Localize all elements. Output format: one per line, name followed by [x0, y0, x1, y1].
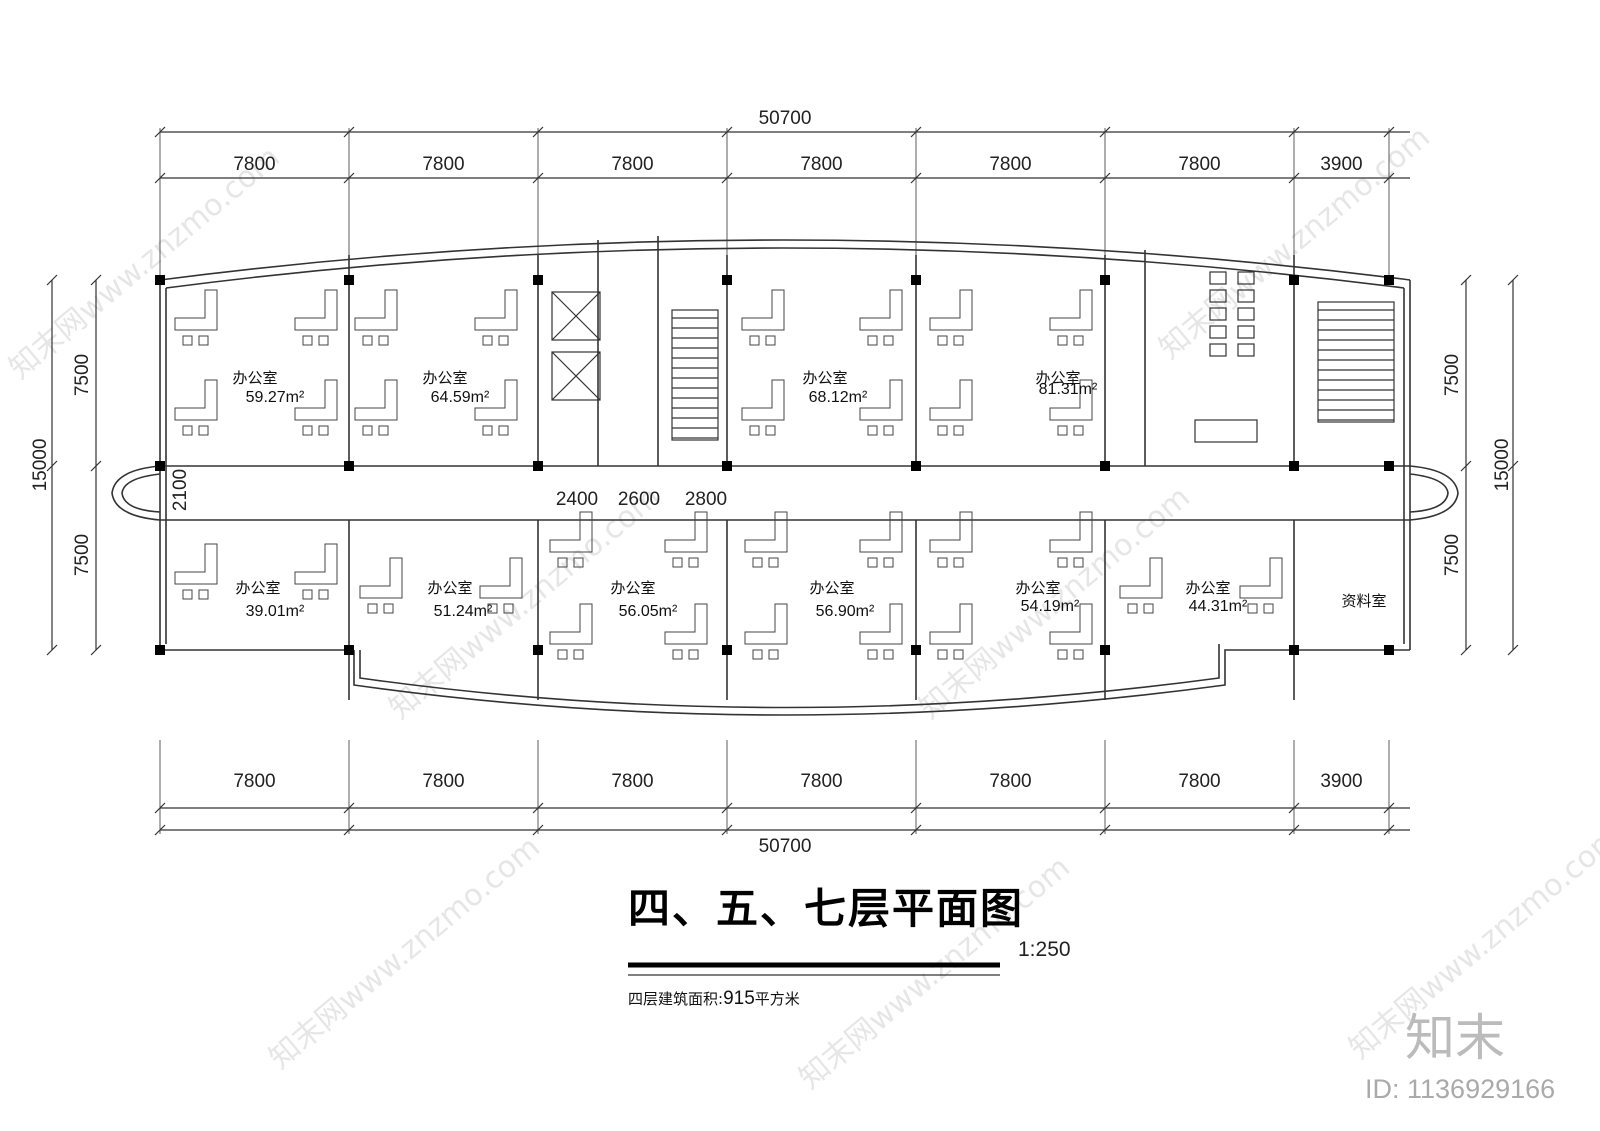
- room-area: 56.90m²: [816, 603, 875, 620]
- room-name: 办公室: [427, 579, 472, 597]
- right-dimension-south: 7500: [1442, 534, 1463, 576]
- building-core: [551, 271, 1395, 443]
- brand-id: ID: 1136929166: [1365, 1074, 1556, 1104]
- area-note-value: 915: [723, 988, 755, 1009]
- bottom-bay-dimension: 7800: [800, 771, 842, 792]
- left-dimension-south: 7500: [72, 534, 93, 576]
- top-bay-dimension: 7800: [233, 154, 275, 175]
- corridor-dimension: 2400: [556, 489, 598, 510]
- top-bay-dimension: 7800: [1178, 154, 1220, 175]
- room-name: 办公室: [809, 579, 854, 597]
- room-name: 办公室: [232, 369, 277, 387]
- room-area: 54.19m²: [1021, 598, 1080, 615]
- bottom-bay-dimension: 7800: [233, 771, 275, 792]
- top-bay-dimension: 7800: [800, 154, 842, 175]
- floor-area-note: 四层建筑面积:915平方米: [628, 988, 800, 1010]
- top-bay-dimension: 7800: [422, 154, 464, 175]
- room-area: 59.27m²: [246, 389, 305, 406]
- bottom-bay-dimension: 7800: [989, 771, 1031, 792]
- room-area: 39.01m²: [246, 603, 305, 620]
- corridor-dimension: 2800: [685, 489, 727, 510]
- room-name: 办公室: [235, 579, 280, 597]
- corridor-dimension: 2600: [618, 489, 660, 510]
- room-name: 办公室: [802, 369, 847, 387]
- office-furniture: [174, 289, 1283, 660]
- drawing-title-block: 四、五、七层平面图: [628, 875, 1024, 936]
- area-note-label: 四层建筑面积: [628, 990, 719, 1008]
- bottom-total-dimension: 50700: [759, 836, 812, 857]
- room-area: 51.24m²: [434, 603, 493, 620]
- dimension-labels: 50700 7800 7800 7800 7800 7800 7800 3900 7800 7…: [30, 108, 1513, 857]
- room-labels: 办公室 59.27m² 办公室 64.59m² 办公室 68.12m² 办公室 …: [232, 369, 1386, 620]
- brand-logo: 知末: [1405, 1009, 1505, 1067]
- left-total-dimension: 15000: [30, 439, 51, 492]
- top-bay-dimension: 3900: [1320, 154, 1362, 175]
- bottom-bay-dimension: 3900: [1320, 771, 1362, 792]
- building-walls: [111, 236, 1459, 716]
- archive-room-label: 资料室: [1341, 592, 1386, 610]
- area-note-colon: :: [718, 990, 724, 1008]
- room-area: 56.05m²: [619, 603, 678, 620]
- room-name: 办公室: [610, 579, 655, 597]
- structural-columns: [155, 275, 1394, 655]
- area-note-unit: 平方米: [754, 990, 800, 1008]
- room-name: 办公室: [1015, 579, 1060, 597]
- room-area: 44.31m²: [1189, 598, 1248, 615]
- drawing-title: 四、五、七层平面图: [628, 884, 1025, 933]
- room-area: 64.59m²: [431, 389, 490, 406]
- left-dimension-north: 7500: [72, 354, 93, 396]
- drawing-scale: 1:250: [1018, 938, 1071, 961]
- bottom-bay-dimension: 7800: [611, 771, 653, 792]
- room-name: 办公室: [1035, 369, 1080, 387]
- top-bay-dimension: 7800: [989, 154, 1031, 175]
- room-name: 办公室: [422, 369, 467, 387]
- dimension-lines: [46, 126, 1519, 836]
- top-total-dimension: 50700: [759, 108, 812, 129]
- bottom-bay-dimension: 7800: [1178, 771, 1220, 792]
- room-area: 68.12m²: [809, 389, 868, 406]
- watermark: 知末网www.znzmo.com: [263, 830, 547, 1076]
- room-area: 81.31m²: [1039, 381, 1098, 398]
- left-dimension-corridor: 2100: [170, 469, 191, 511]
- top-bay-dimension: 7800: [611, 154, 653, 175]
- watermark: 知末网www.znzmo.com: [3, 140, 287, 386]
- room-name: 办公室: [1185, 579, 1230, 597]
- bottom-bay-dimension: 7800: [422, 771, 464, 792]
- right-total-dimension: 15000: [1492, 439, 1513, 492]
- right-dimension-north: 7500: [1442, 354, 1463, 396]
